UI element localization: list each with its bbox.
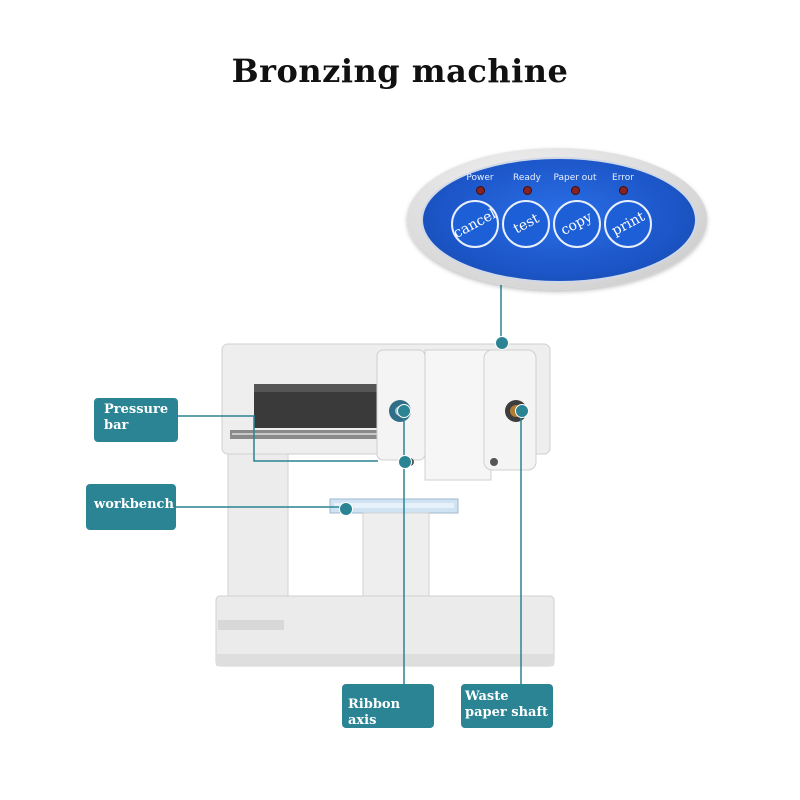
pressure-bar-pointer-dot <box>398 455 412 469</box>
panel-pointer-dot <box>495 336 509 350</box>
diagram-title: Bronzing machine <box>231 52 569 90</box>
indicator-label-power: Power <box>466 173 494 183</box>
ribbon-axis-pointer-dot <box>397 404 411 418</box>
copy-button[interactable]: copy <box>553 200 601 248</box>
cancel-button[interactable]: cancel <box>451 200 499 248</box>
power-led-icon <box>476 186 485 195</box>
ready-led-icon <box>523 186 532 195</box>
indicator-label-error: Error <box>612 173 634 183</box>
copy-button-label: copy <box>558 209 596 239</box>
print-button-label: print <box>608 208 648 240</box>
paper-out-led-icon <box>571 186 580 195</box>
cancel-button-label: cancel <box>451 206 499 242</box>
indicator-label-paper-out: Paper out <box>553 173 597 183</box>
test-button-label: test <box>510 210 542 238</box>
workbench-pointer-dot <box>339 502 353 516</box>
callout-waste-paper-shaft: Waste paper shaft <box>461 684 553 728</box>
callout-ribbon-axis: Ribbon axis <box>342 684 434 728</box>
indicator-label-ready: Ready <box>513 173 541 183</box>
print-button[interactable]: print <box>604 200 652 248</box>
test-button[interactable]: test <box>502 200 550 248</box>
callout-workbench: workbench <box>86 484 176 530</box>
callout-pressure-bar: Pressure bar <box>94 398 178 442</box>
error-led-icon <box>619 186 628 195</box>
waste-shaft-pointer-dot <box>515 404 529 418</box>
